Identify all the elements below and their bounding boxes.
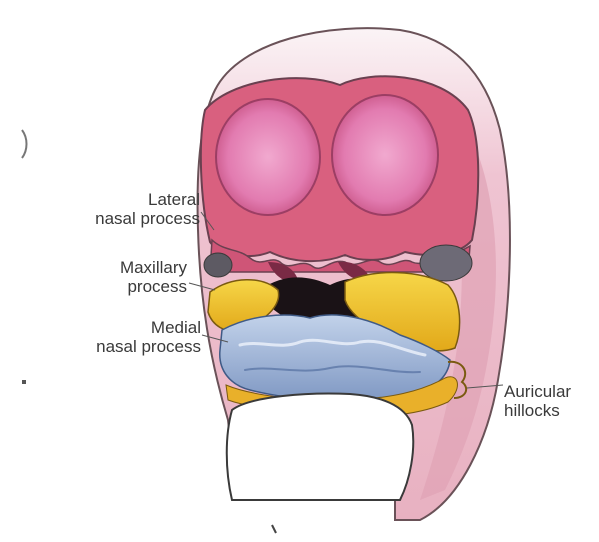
label-medial-line2: nasal process (96, 337, 201, 356)
cardiac-bulge (227, 394, 414, 500)
label-lateral-line1: Lateral (95, 190, 200, 209)
label-maxillary-process: Maxillary process (120, 258, 187, 296)
label-auricular-line1: Auricular (504, 382, 571, 401)
scan-mark-left (22, 130, 27, 158)
label-lateral-nasal-process: Lateral nasal process (95, 190, 200, 228)
left-lateral-nodule (204, 253, 232, 277)
label-maxillary-line1: Maxillary (120, 258, 187, 277)
label-auricular-hillocks: Auricular hillocks (504, 382, 571, 420)
label-lateral-line2: nasal process (95, 209, 200, 228)
scan-dot (22, 380, 26, 384)
label-medial-line1: Medial (96, 318, 201, 337)
scan-mark-bottom (272, 525, 276, 533)
right-lateral-nodule (420, 245, 472, 281)
left-eye-region (216, 99, 320, 215)
label-medial-nasal-process: Medial nasal process (96, 318, 201, 356)
right-eye-region (332, 95, 438, 215)
label-maxillary-line2: process (120, 277, 187, 296)
label-auricular-line2: hillocks (504, 401, 571, 420)
